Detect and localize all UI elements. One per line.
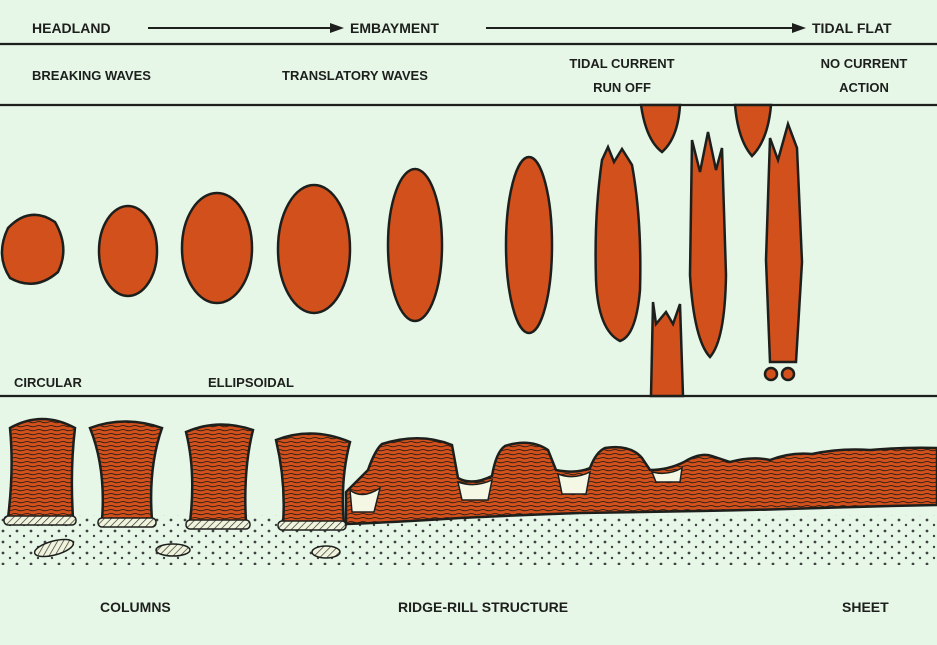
progression-arrows (148, 23, 806, 33)
column-base (278, 521, 346, 530)
column-profiles (8, 419, 350, 524)
label-circular: CIRCULAR (14, 375, 82, 390)
elongated-shape (506, 157, 552, 333)
column (90, 422, 162, 521)
circular-shape (2, 215, 63, 284)
elongated-shape (596, 147, 641, 341)
column-base (186, 520, 250, 529)
label-translatory-waves: TRANSLATORY WAVES (282, 68, 428, 83)
run-off-blob (765, 368, 777, 380)
label-tidal-flat: TIDAL FLAT (812, 20, 892, 36)
column (276, 433, 350, 524)
label-ellipsoidal: ELLIPSOIDAL (208, 375, 294, 390)
label-breaking-waves: BREAKING WAVES (32, 68, 151, 83)
label-headland: HEADLAND (32, 20, 111, 36)
ellipsoidal-shape (182, 193, 252, 303)
column-base (4, 516, 76, 525)
label-sheet: SHEET (842, 599, 889, 615)
label-no-current: NO CURRENT (821, 56, 908, 71)
tidal-current-channel (766, 124, 802, 362)
tidal-current-channel (690, 132, 726, 357)
arrow-head (792, 23, 806, 33)
run-off-blob (782, 368, 794, 380)
label-columns: COLUMNS (100, 599, 171, 615)
plan-view-shapes (2, 105, 802, 396)
label-action: ACTION (839, 80, 889, 95)
label-embayment: EMBAYMENT (350, 20, 439, 36)
tidal-current-lobe (641, 105, 680, 152)
tidal-current-lobe (735, 105, 771, 156)
ridge-rill-sheet (346, 438, 937, 524)
label-tidal-current: TIDAL CURRENT (569, 56, 674, 71)
label-run-off: RUN OFF (593, 80, 651, 95)
column (8, 419, 75, 518)
ellipsoidal-shape (388, 169, 442, 321)
arrow-head (330, 23, 344, 33)
circular-shape (99, 206, 157, 296)
column-base (98, 518, 156, 527)
tidal-current-channel (651, 302, 683, 396)
pebble (312, 546, 340, 558)
label-ridge-rill: RIDGE-RILL STRUCTURE (398, 599, 568, 615)
pebble (156, 544, 190, 556)
ellipsoidal-shape (278, 185, 350, 313)
column (186, 424, 253, 522)
